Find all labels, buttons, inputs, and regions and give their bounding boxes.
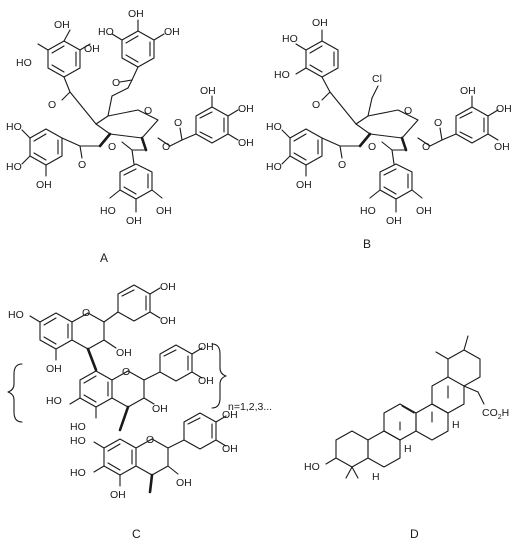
atom-oh: OH: [238, 137, 254, 149]
atom-ho: HO: [266, 121, 282, 133]
atom-oh: OH: [36, 179, 52, 191]
atom-oh: OH: [116, 347, 132, 359]
atom-o: O: [108, 141, 116, 153]
structure-c-unit-middle: O HO HO OH OH OH n=1,2,3...: [7, 341, 272, 433]
atom-o: O: [162, 141, 170, 153]
atom-oh: OH: [198, 341, 214, 353]
atom-ho: HO: [16, 57, 32, 69]
atom-oh: OH: [46, 363, 62, 375]
atom-oh: OH: [460, 85, 476, 97]
structure-a-pyranose-ring: O: [95, 87, 159, 152]
caption-c: C: [132, 527, 141, 541]
structure-b-galloyl-lower-left: HO HO OH O: [266, 121, 361, 191]
atom-o: O: [78, 159, 86, 171]
structure-d-ring-system: [325, 335, 485, 479]
atom-oh: OH: [200, 85, 216, 97]
structure-c-unit-bottom: O HO HO OH OH OH OH: [70, 409, 238, 501]
caption-b: B: [363, 237, 371, 251]
atom-o: O: [422, 141, 430, 153]
repeat-label: n=1,2,3...: [228, 401, 272, 413]
atom-oh: OH: [152, 403, 168, 415]
atom-oh: OH: [222, 409, 238, 421]
atom-oh: OH: [386, 215, 402, 227]
atom-oh: OH: [160, 281, 176, 293]
atom-oh: OH: [416, 205, 432, 217]
atom-o: O: [434, 117, 442, 129]
caption-a: A: [100, 251, 108, 265]
atom-oh: OH: [312, 17, 328, 29]
atom-o: O: [312, 99, 320, 111]
structure-b-pyranose-ring: O Cl: [355, 73, 419, 152]
atom-o: O: [174, 117, 182, 129]
atom-h: H: [404, 443, 412, 455]
structure-b: O Cl HO OH HO O: [266, 17, 512, 227]
atom-h: H: [452, 419, 460, 431]
atom-ho: HO: [70, 421, 86, 433]
atom-o: O: [48, 99, 56, 111]
atom-o: O: [404, 105, 412, 117]
atom-oh: OH: [222, 443, 238, 455]
atom-oh: OH: [238, 103, 254, 115]
atom-ho: HO: [274, 69, 290, 81]
atom-ho: HO: [360, 205, 376, 217]
atom-oh: OH: [126, 215, 142, 227]
atom-ho: HO: [70, 467, 86, 479]
structure-a-galloyl-left: HO OH OH O: [16, 19, 100, 125]
atom-oh: OH: [198, 375, 214, 387]
atom-ho: HO: [98, 26, 114, 38]
atom-o: O: [368, 141, 376, 153]
structure-a-galloyl-right: O O OH OH OH: [157, 85, 254, 153]
structure-d: HO H H H CO2H: [304, 335, 509, 483]
atom-cl: Cl: [372, 73, 382, 85]
atom-ho: HO: [8, 309, 24, 321]
atom-ho: HO: [46, 395, 62, 407]
atom-ho: HO: [100, 205, 116, 217]
atom-ho: HO: [282, 33, 298, 45]
atom-oh: OH: [84, 43, 100, 55]
structure-b-galloyl-right: O O OH OH OH: [417, 85, 512, 153]
atom-oh: OH: [110, 489, 126, 501]
atom-oh: OH: [496, 103, 512, 115]
atom-ho: HO: [70, 435, 86, 447]
atom-ho: HO: [304, 461, 320, 473]
atom-o: O: [82, 307, 90, 319]
atom-oh: OH: [128, 8, 144, 20]
atom-oh: OH: [296, 179, 312, 191]
atom-oh: OH: [54, 19, 70, 31]
atom-ho: HO: [6, 121, 22, 133]
atom-h: H: [372, 471, 380, 483]
atom-o: O: [144, 105, 152, 117]
atom-oh: OH: [160, 315, 176, 327]
atom-ho: HO: [266, 161, 282, 173]
atom-oh: OH: [176, 477, 192, 489]
atom-oh: OH: [164, 26, 180, 38]
atom-o: O: [338, 159, 346, 171]
structure-a-galloyl-bottom: O HO OH OH: [100, 141, 172, 227]
structure-c: O HO OH OH OH OH O HO HO: [7, 281, 272, 501]
structure-a-galloyl-lower-left: HO HO OH O: [6, 121, 101, 191]
structure-a-galloyl-top: HO OH OH O: [98, 8, 180, 89]
structure-c-unit-top: O HO OH OH OH OH: [8, 281, 176, 375]
atom-o: O: [146, 434, 154, 446]
atom-oh: OH: [494, 141, 510, 153]
structure-b-galloyl-top: HO OH HO O: [274, 17, 357, 125]
atom-oh: OH: [156, 205, 172, 217]
atom-ho: HO: [6, 161, 22, 173]
structure-a: O HO OH OH O: [6, 8, 254, 227]
structure-b-galloyl-bottom: O HO OH OH: [360, 141, 432, 227]
atom-o: O: [122, 366, 130, 378]
caption-d: D: [410, 527, 419, 541]
co2h-label: CO2H: [482, 407, 509, 421]
atom-o: O: [112, 77, 120, 89]
